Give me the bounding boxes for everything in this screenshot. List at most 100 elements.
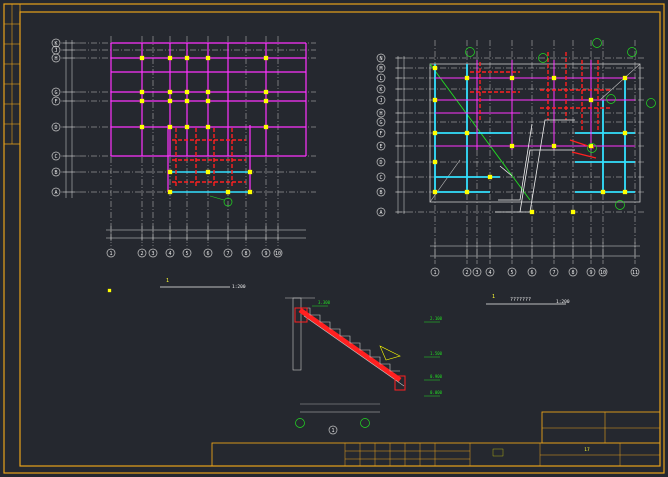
col-axis-bubble	[106, 248, 116, 258]
title-block-main	[211, 442, 661, 467]
column	[529, 209, 535, 215]
row-axis-bubble	[51, 96, 61, 106]
row-axis-bubble-label: A	[379, 210, 382, 216]
section-mark-bubble-label: 1	[331, 428, 334, 434]
sheet-number: 17	[584, 447, 590, 453]
col-axis-bubble	[549, 267, 559, 277]
row-axis-bubble	[376, 53, 386, 63]
column	[464, 75, 470, 81]
marker-square	[107, 288, 112, 293]
col-axis-bubble	[203, 248, 213, 258]
section-axis-bubble	[295, 418, 305, 428]
col-axis-bubble-label: 8	[244, 251, 247, 257]
column	[551, 143, 557, 149]
row-axis-bubble-label: J	[379, 98, 382, 104]
row-axis-bubble-label: F	[54, 99, 57, 105]
detail-callout-bubble	[606, 94, 616, 104]
detail-callout-bubble	[646, 98, 656, 108]
col-axis-bubble-label: 7	[226, 251, 229, 257]
row-axis-bubble-label: K	[54, 41, 57, 47]
column	[622, 189, 628, 195]
stair-steps	[300, 307, 400, 372]
column	[509, 143, 515, 149]
row-axis-bubble-label: C	[54, 154, 57, 160]
row-axis-bubble-label: H	[379, 111, 382, 117]
column	[184, 89, 190, 95]
diagonal-line	[429, 63, 531, 201]
col-axis-bubble-label: 6	[206, 251, 209, 257]
elevation-label: 3.300	[318, 300, 331, 305]
wall-column	[292, 297, 302, 371]
column	[205, 89, 211, 95]
column	[167, 124, 173, 130]
slope-triangle	[379, 345, 401, 361]
row-axis-bubble	[376, 63, 386, 73]
row-axis-bubble	[51, 187, 61, 197]
column	[263, 89, 269, 95]
col-axis-bubble	[507, 267, 517, 277]
elevation-label: 0.000	[430, 390, 443, 395]
col-axis-bubble-label: 5	[185, 251, 188, 257]
plan-title-mark: 1	[166, 278, 169, 284]
col-axis-bubble-label: 5	[510, 270, 513, 276]
row-axis-bubble-label: D	[379, 160, 382, 166]
stair-slab-red	[298, 307, 402, 383]
row-axis-bubble-label: B	[379, 190, 382, 196]
detail-callout-bubble	[538, 53, 548, 63]
col-axis-bubble-label: 1	[109, 251, 112, 257]
column	[622, 75, 628, 81]
row-axis-bubble-label: L	[379, 76, 382, 82]
plan-scale: 1:200	[232, 284, 246, 290]
beam-red	[571, 151, 597, 159]
col-axis-bubble	[568, 267, 578, 277]
row-axis-bubble-label: G	[54, 90, 57, 96]
callout-leader	[209, 195, 225, 201]
row-axis-bubble	[51, 122, 61, 132]
row-axis-bubble	[376, 84, 386, 94]
row-axis-bubble	[376, 207, 386, 217]
row-axis-bubble-label: K	[379, 87, 382, 93]
col-axis-bubble	[241, 248, 251, 258]
plan-scale: 1:200	[556, 299, 570, 305]
logo-mark	[492, 448, 504, 457]
section-axis-bubble	[360, 418, 370, 428]
column	[167, 189, 173, 195]
col-axis-bubble-label: 4	[488, 270, 491, 276]
col-axis-bubble	[137, 248, 147, 258]
row-axis-bubble	[376, 73, 386, 83]
col-axis-bubble-label: 3	[151, 251, 154, 257]
column	[432, 97, 438, 103]
bottom-landing-beam	[394, 375, 406, 391]
col-axis-bubble-label: 6	[530, 270, 533, 276]
column	[167, 55, 173, 61]
stair-arrow	[499, 165, 513, 177]
col-axis-bubble	[165, 248, 175, 258]
row-axis-bubble-label: J	[54, 48, 57, 54]
col-axis-bubble-label: 4	[168, 251, 171, 257]
row-axis-bubble	[51, 38, 61, 48]
row-axis-bubble	[376, 157, 386, 167]
col-axis-bubble	[261, 248, 271, 258]
detail-callout-bubble	[465, 47, 475, 57]
col-axis-bubble-label: 10	[275, 251, 281, 257]
col-axis-bubble-label: 2	[140, 251, 143, 257]
detail-callout-bubble	[592, 38, 602, 48]
row-axis-bubble	[376, 141, 386, 151]
col-axis-bubble	[598, 267, 608, 277]
row-axis-bubble	[376, 172, 386, 182]
column	[464, 189, 470, 195]
col-axis-bubble	[630, 267, 640, 277]
detail-callout-bubble	[223, 197, 233, 207]
col-axis-bubble-label: 9	[264, 251, 267, 257]
column	[247, 189, 253, 195]
column	[167, 89, 173, 95]
column	[205, 124, 211, 130]
col-axis-bubble	[472, 267, 482, 277]
column	[139, 89, 145, 95]
col-axis-bubble	[527, 267, 537, 277]
col-axis-bubble-label: 3	[475, 270, 478, 276]
